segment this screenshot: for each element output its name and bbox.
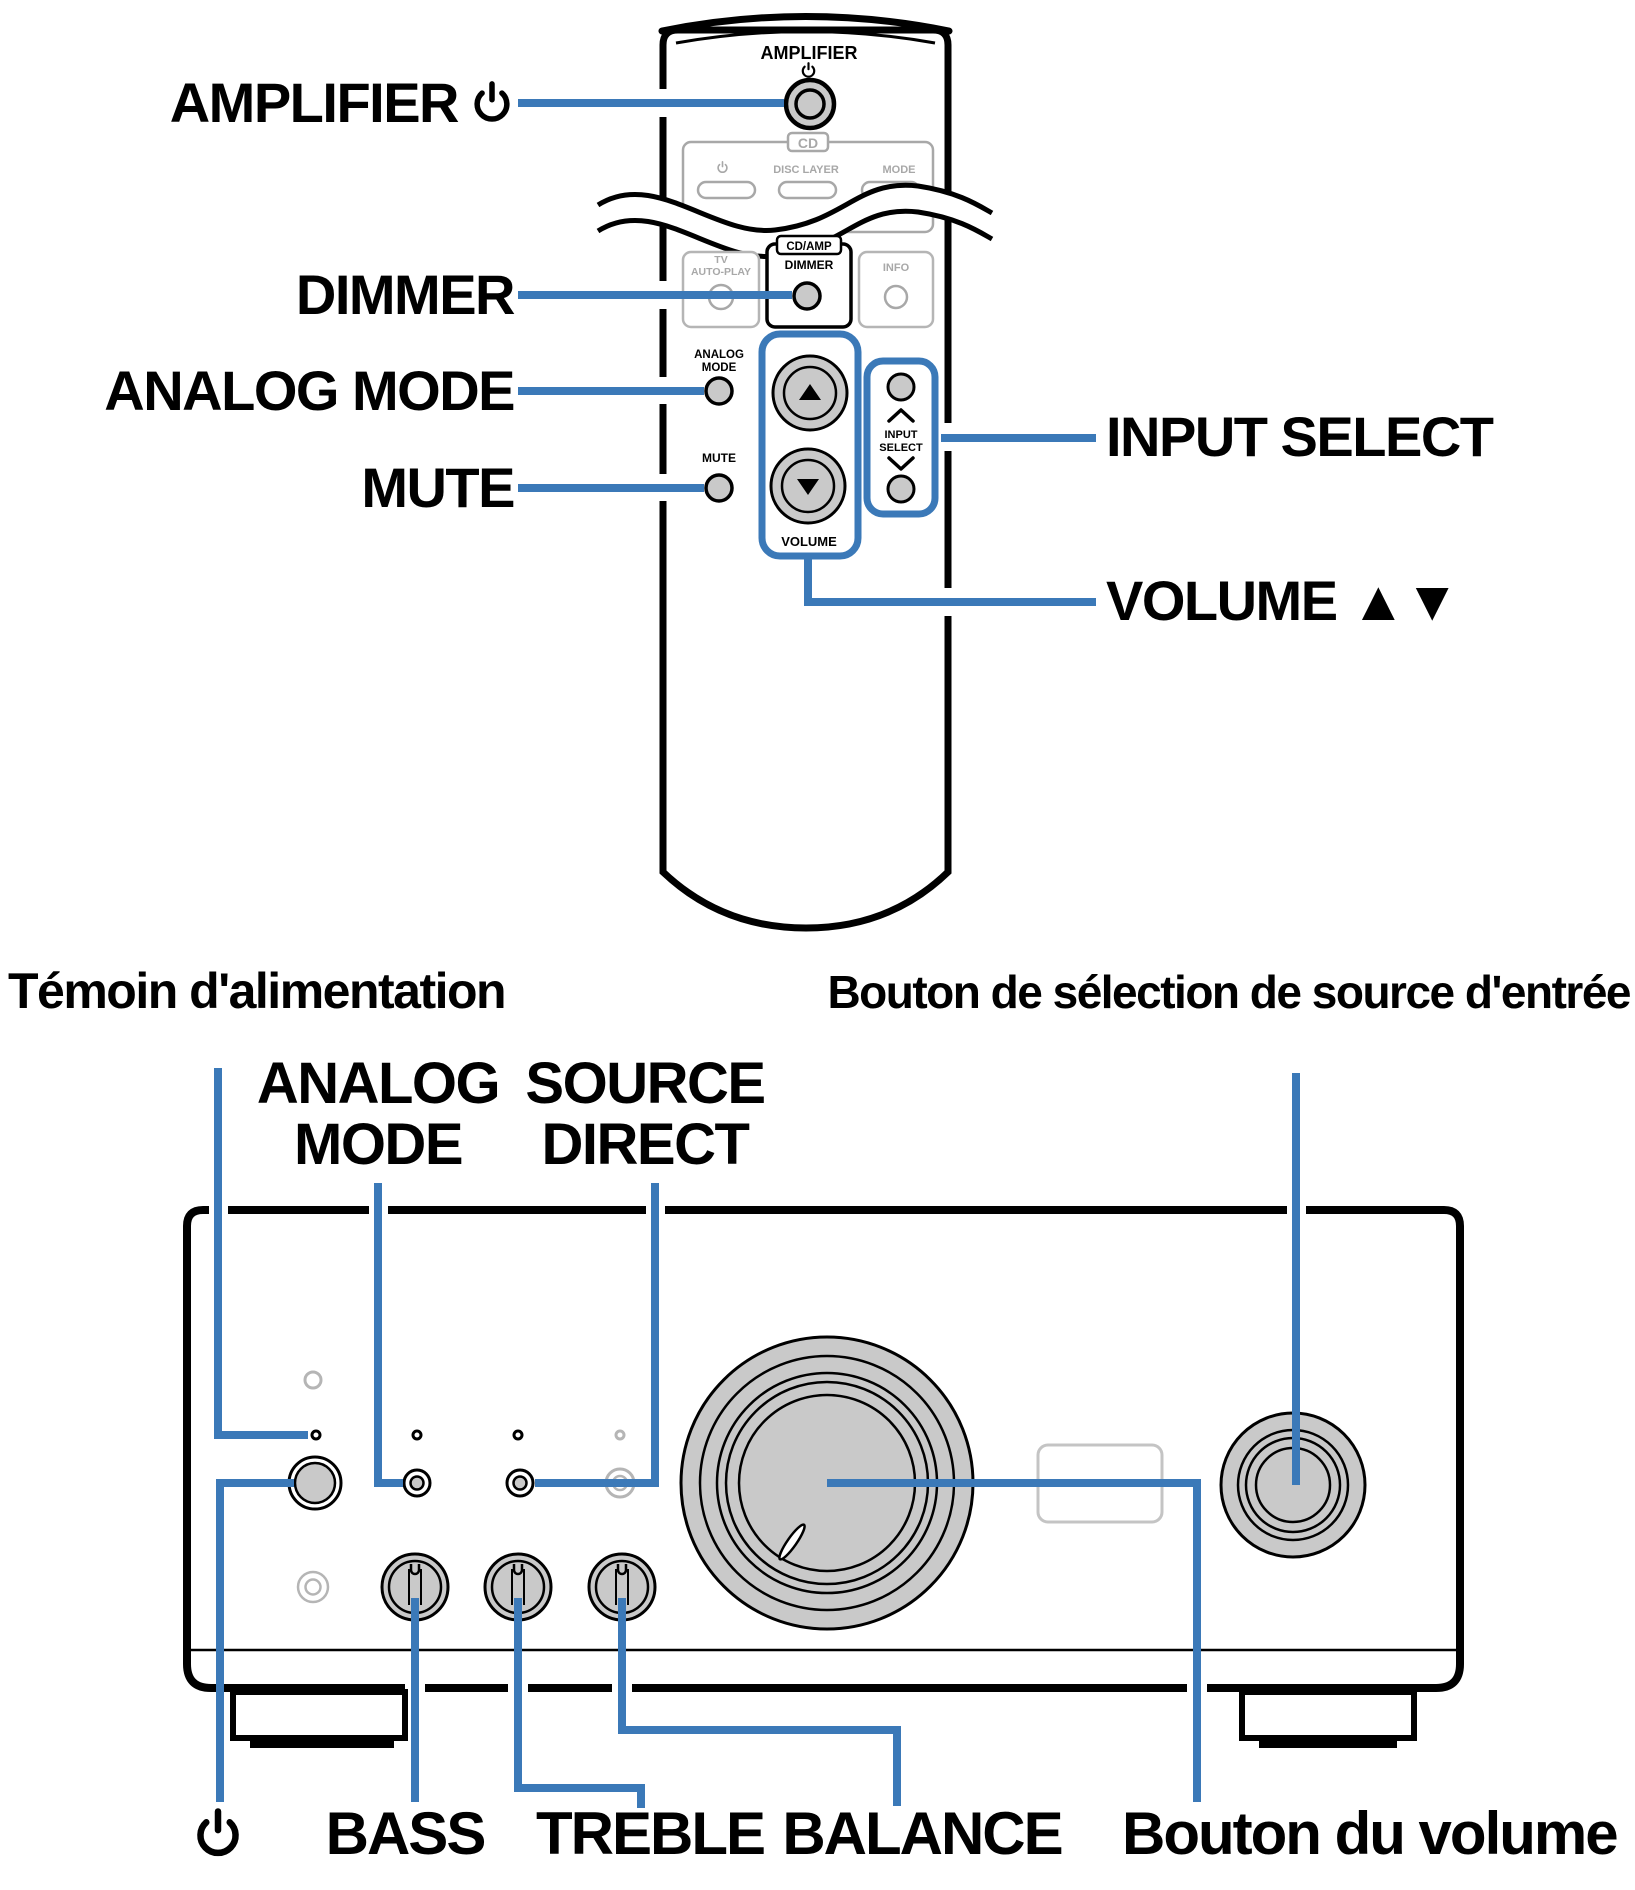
cd-mode-label: MODE — [883, 164, 916, 176]
remote-volume-group: VOLUME — [758, 330, 862, 560]
remote-control: AMPLIFIER CD DISC LAYER MODE TV — [518, 13, 1096, 932]
remote-cd-section: CD DISC LAYER MODE — [681, 131, 935, 234]
headphone-jack — [296, 1570, 330, 1604]
callout-label-analog-mode-text: ANALOG MODE — [104, 358, 515, 422]
info-button — [883, 284, 909, 310]
dimmer-button-label: DIMMER — [785, 258, 834, 272]
remote-info-section: INFO — [857, 250, 935, 329]
cd-disc-layer-pill — [777, 180, 838, 200]
callout-line-balance — [618, 1598, 901, 1806]
callout-label-volume-knob-text: Bouton du volume — [1122, 1800, 1619, 1867]
front-panel — [183, 1068, 1464, 1808]
input-select-label1: INPUT — [885, 429, 918, 441]
callout-label-power-indicator-text: Témoin d'alimentation — [8, 963, 507, 1019]
analog-mode-button-label2: MODE — [702, 362, 737, 374]
chevron-up-icon — [887, 408, 915, 423]
callout-line-panel-analog-mode — [374, 1183, 403, 1487]
callout-label-mute: MUTE — [0, 455, 515, 520]
mute-button — [704, 473, 734, 503]
remote-tv-section: TV AUTO-PLAY — [681, 250, 761, 329]
chevron-down-icon — [887, 456, 915, 471]
analog-mode-button-label1: ANALOG — [694, 349, 744, 361]
remote-callout-lines — [518, 99, 1096, 606]
callout-label-volume-knob: Bouton du volume — [1122, 1802, 1619, 1865]
callout-label-treble-text: TREBLE — [536, 1800, 766, 1867]
callout-label-panel-analog-mode: ANALOG MODE — [178, 1051, 578, 1177]
panel-callout-lines — [214, 1068, 1300, 1808]
callout-label-analog-mode: ANALOG MODE — [0, 358, 515, 423]
panel-analog-mode-line1: ANALOG — [256, 1051, 501, 1116]
callout-label-volume-text: VOLUME ▲▼ — [1106, 568, 1460, 632]
volume-up-icon — [799, 384, 821, 400]
callout-label-input-select-text: INPUT SELECT — [1106, 404, 1494, 468]
callout-label-source-direct: SOURCE DIRECT — [445, 1051, 845, 1177]
callout-label-amplifier: AMPLIFIER — [0, 71, 514, 135]
source-direct-line2: DIRECT — [541, 1111, 750, 1177]
panel-foot-left — [230, 1689, 408, 1748]
callout-label-treble: TREBLE — [500, 1802, 800, 1865]
callout-label-balance: BALANCE — [772, 1802, 1072, 1865]
info-label: INFO — [883, 262, 910, 274]
balance-knob — [587, 1552, 657, 1622]
callout-label-bass: BASS — [255, 1802, 555, 1865]
power-indicator-led — [310, 1429, 322, 1441]
callout-line-power-indicator — [214, 1068, 308, 1439]
panel-analog-mode-line2: MODE — [294, 1111, 464, 1177]
cd-power-pill — [696, 180, 757, 200]
input-select-up-button — [886, 372, 916, 402]
panel-source-direct-button — [505, 1468, 535, 1498]
panel-power-callout-icon — [192, 1808, 244, 1860]
power-icon — [470, 81, 514, 125]
callout-label-bass-text: BASS — [325, 1800, 487, 1867]
cdamp-label: CD/AMP — [786, 241, 832, 253]
callout-label-dimmer: DIMMER — [0, 262, 516, 327]
source-direct-led — [512, 1429, 524, 1441]
input-select-label2: SELECT — [879, 442, 923, 454]
volume-up-button — [771, 354, 849, 432]
mute-button-label: MUTE — [702, 451, 736, 465]
callout-label-dimmer-text: DIMMER — [295, 262, 516, 326]
remote-power-button — [783, 77, 837, 131]
panel-foot-right — [1239, 1689, 1417, 1748]
tv-label-line1: TV — [714, 254, 727, 266]
cd-disc-layer-label: DISC LAYER — [773, 164, 839, 176]
input-select-down-button — [886, 474, 916, 504]
callout-label-input-knob-text: Bouton de sélection de source d'entrée — [827, 966, 1631, 1018]
panel-analog-mode-button — [402, 1468, 432, 1498]
analog-mode-led — [411, 1429, 423, 1441]
dimmer-button — [792, 281, 822, 311]
remote-top-cap-inner — [675, 30, 936, 45]
volume-knob-pointer — [778, 1523, 806, 1561]
callout-line-volume-knob — [827, 1479, 1201, 1802]
remote-cdamp-section: CD/AMP DIMMER — [765, 234, 853, 329]
panel-outline — [183, 1206, 1464, 1692]
callout-label-input-select: INPUT SELECT — [1106, 404, 1494, 469]
callout-label-amplifier-text: AMPLIFIER — [169, 70, 460, 134]
callout-line-source-direct — [535, 1183, 659, 1487]
callout-label-volume: VOLUME ▲▼ — [1106, 568, 1460, 633]
callout-line-treble — [514, 1598, 645, 1808]
callout-line-panel-power — [216, 1479, 294, 1802]
remote-input-select-group: INPUT SELECT — [863, 357, 939, 518]
volume-down-icon — [797, 479, 819, 495]
cd-section-title: CD — [798, 135, 818, 151]
callout-label-power-indicator: Témoin d'alimentation — [8, 963, 507, 1019]
panel-power-button — [287, 1455, 343, 1511]
remote-amplifier-text: AMPLIFIER — [761, 43, 858, 63]
remote-sensor — [303, 1370, 323, 1390]
volume-group-label: VOLUME — [781, 534, 837, 549]
remote-top-cap — [658, 13, 953, 35]
tv-label-line2: AUTO-PLAY — [691, 266, 751, 278]
callout-label-balance-text: BALANCE — [782, 1800, 1063, 1867]
analog-mode-button — [704, 376, 734, 406]
callout-label-input-knob: Bouton de sélection de source d'entrée — [827, 966, 1631, 1018]
dimmed-led — [614, 1429, 626, 1441]
callout-line-volume — [804, 553, 1096, 606]
volume-down-button — [769, 447, 847, 525]
callout-label-mute-text: MUTE — [361, 455, 515, 519]
source-direct-line1: SOURCE — [525, 1051, 766, 1116]
